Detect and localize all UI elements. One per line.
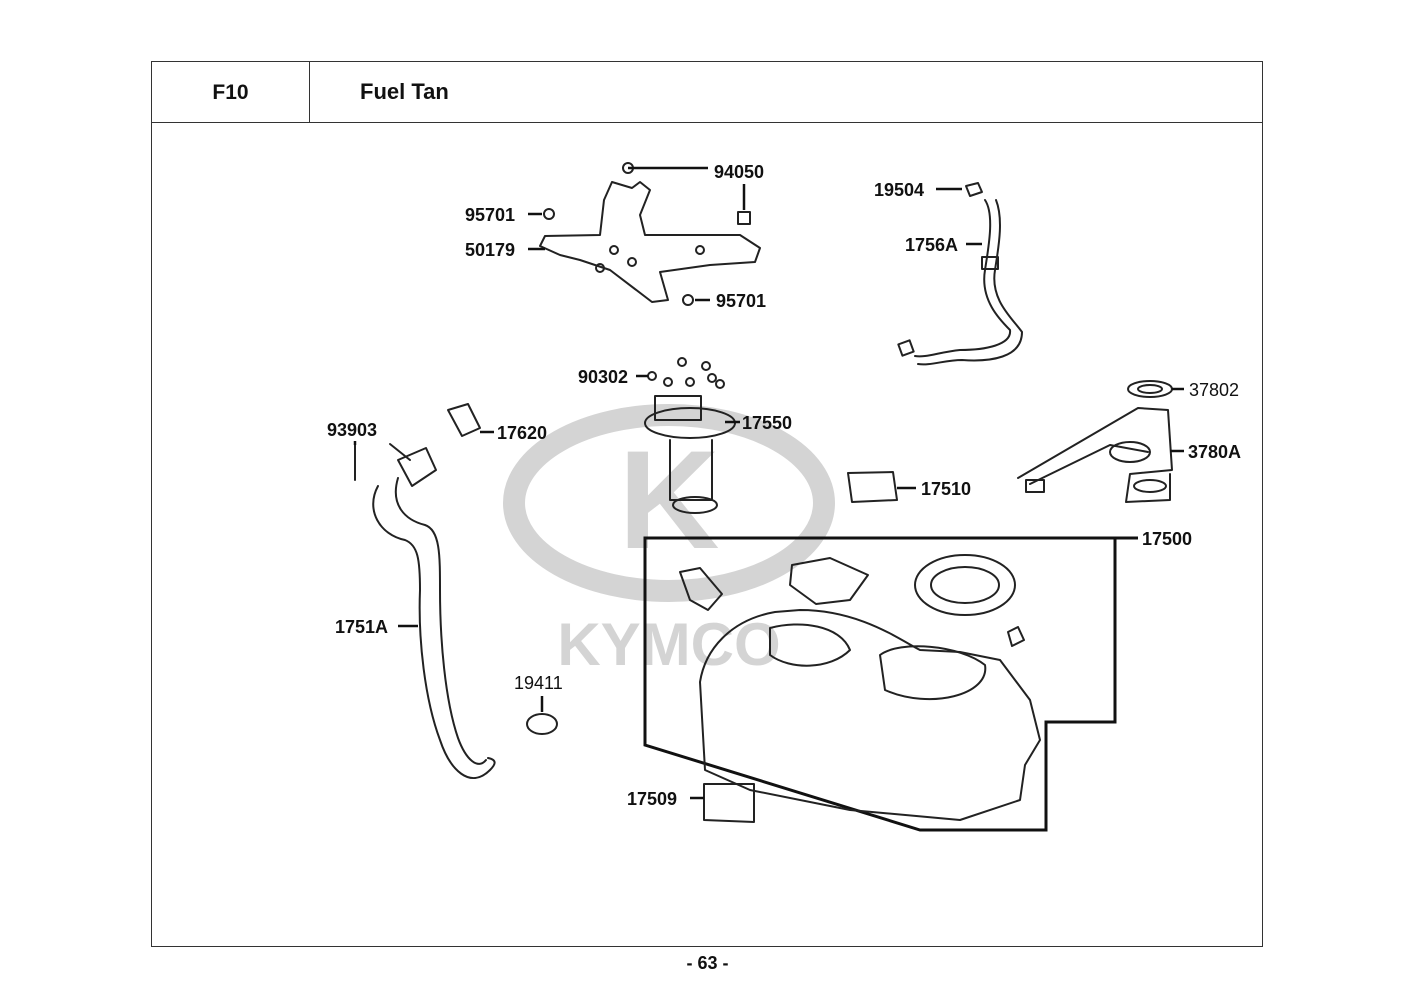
callout-17510: 17510	[921, 479, 971, 499]
breather-hose-1756A	[897, 182, 1023, 366]
callout-50179: 50179	[465, 240, 515, 260]
callout-17500: 17500	[1142, 529, 1192, 549]
screws-90302	[636, 357, 725, 389]
bolt-95701-upper	[528, 208, 555, 220]
callout-19504: 19504	[874, 180, 924, 200]
callout-93903: 93903	[327, 420, 377, 440]
callout-3780A: 3780A	[1188, 442, 1241, 462]
clip-17620	[447, 403, 494, 437]
callout-17620: 17620	[497, 423, 547, 443]
section-title: Fuel Tan	[360, 79, 449, 104]
callout-1756A: 1756A	[905, 235, 958, 255]
callout-labels: 94050 95701 50179 95701 19504 1756A 9030…	[327, 162, 1241, 809]
bolt-95701-lower	[682, 294, 710, 306]
callout-95701-upper: 95701	[465, 205, 515, 225]
label-17509	[690, 783, 755, 823]
callout-17509: 17509	[627, 789, 677, 809]
filler-cap	[397, 447, 437, 487]
callout-19411: 19411	[514, 673, 563, 693]
fuel-tank-17500	[643, 536, 1138, 832]
label-17510	[847, 471, 916, 503]
callout-17550: 17550	[742, 413, 792, 433]
bolt-94050	[622, 162, 708, 174]
section-code: F10	[151, 61, 310, 123]
callout-1751A: 1751A	[335, 617, 388, 637]
watermark-ellipse	[503, 404, 835, 602]
callout-94050: 94050	[714, 162, 764, 182]
callout-95701-lower: 95701	[716, 291, 766, 311]
ring-37802	[1127, 380, 1184, 398]
callout-90302: 90302	[578, 367, 628, 387]
diagram-frame	[151, 61, 1263, 947]
nut-94050	[737, 184, 751, 225]
fuel-level-sender-3780A	[1017, 407, 1184, 503]
page-number: - 63 -	[686, 953, 729, 973]
bolts-93903	[353, 441, 411, 481]
clamp-19411	[526, 696, 558, 735]
fuel-pump-17550	[644, 395, 740, 514]
callout-37802: 37802	[1189, 380, 1239, 400]
header-divider	[151, 122, 1263, 123]
bracket-50179	[539, 181, 761, 303]
header: F10 Fuel Tan	[151, 61, 449, 123]
filler-hose-1751A	[372, 477, 496, 780]
